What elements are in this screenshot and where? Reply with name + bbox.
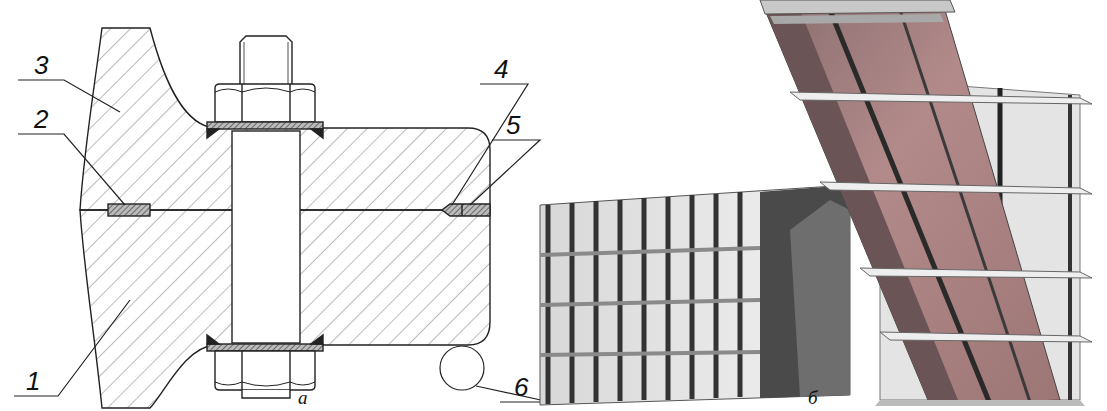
callout-number: 5: [506, 112, 520, 138]
panel-letter: а: [298, 388, 308, 407]
steel-structure: [540, 0, 1092, 406]
callout-number: 4: [494, 56, 508, 82]
callout-number: 1: [26, 368, 40, 394]
panel-letter: б: [808, 388, 818, 407]
callout-number: 2: [34, 106, 48, 132]
leader-lines: [14, 80, 550, 402]
flange-section: [80, 28, 490, 408]
callout-number: 3: [34, 52, 48, 78]
callout-number: 6: [514, 374, 528, 400]
